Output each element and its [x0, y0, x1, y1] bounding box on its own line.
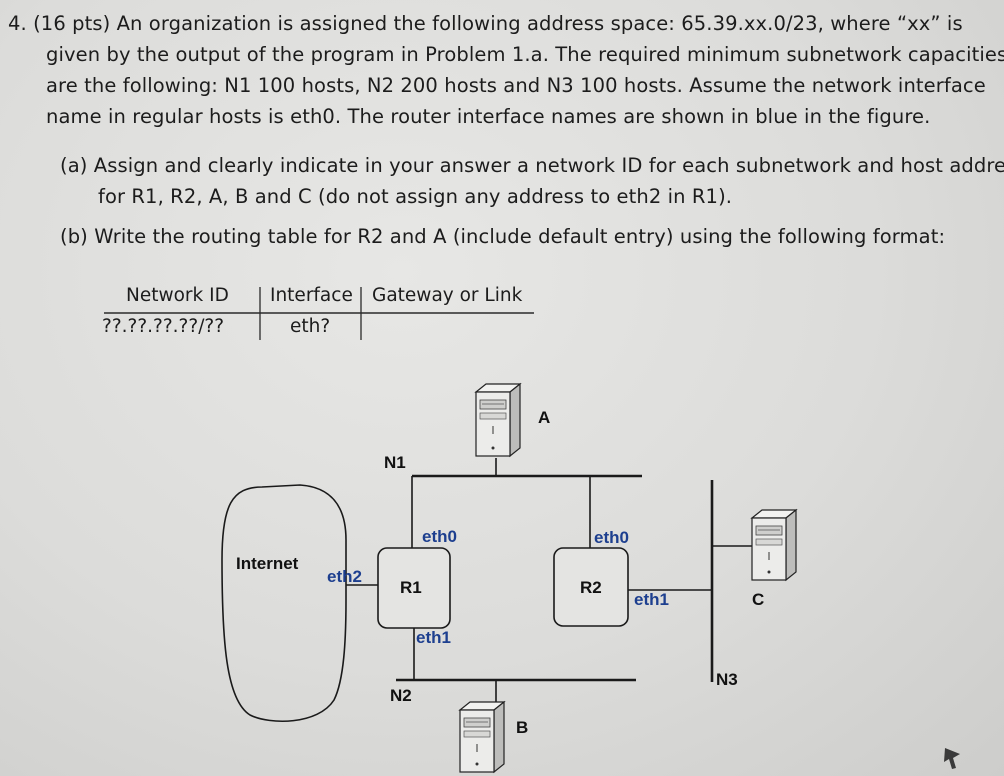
label-r1: R1 [400, 578, 422, 597]
part-b-line: (b) Write the routing table for R2 and A… [60, 225, 946, 248]
label-n2: N2 [390, 686, 412, 705]
label-r1-eth2: eth2 [327, 567, 362, 586]
label-host-b: B [516, 718, 529, 737]
part-a-line-1: (a) Assign and clearly indicate in your … [60, 154, 1004, 177]
label-r2-eth1: eth1 [634, 590, 669, 609]
problem-line-2: given by the output of the program in Pr… [46, 43, 1004, 66]
problem-line-1: 4. (16 pts) An organization is assigned … [8, 12, 963, 35]
internet-cloud-shape [221, 484, 347, 723]
table-cell-network-id: ??.??.??.??/?? [102, 316, 225, 337]
table-header-gateway: Gateway or Link [372, 285, 523, 306]
label-r2: R2 [580, 578, 602, 597]
label-internet: Internet [236, 554, 299, 573]
label-n3: N3 [716, 670, 738, 689]
label-r2-eth0: eth0 [594, 528, 629, 547]
table-header-network-id: Network ID [126, 285, 229, 306]
host-b-computer-icon [458, 700, 506, 774]
label-r1-eth1: eth1 [416, 628, 451, 647]
label-host-a: A [538, 408, 551, 427]
part-a-line-2: for R1, R2, A, B and C (do not assign an… [98, 185, 733, 208]
table-cell-interface: eth? [290, 316, 331, 337]
problem-line-4: name in regular hosts is eth0. The route… [46, 105, 931, 128]
problem-line-3: are the following: N1 100 hosts, N2 200 … [46, 74, 986, 97]
table-header-interface: Interface [270, 285, 353, 306]
host-a-computer-icon [474, 382, 522, 458]
r2-router-box [553, 547, 629, 627]
cursor-mark-icon [944, 748, 960, 769]
label-r1-eth0: eth0 [422, 527, 457, 546]
label-host-c: C [752, 590, 765, 609]
host-c-computer-icon [750, 508, 798, 582]
label-n1: N1 [384, 453, 406, 472]
